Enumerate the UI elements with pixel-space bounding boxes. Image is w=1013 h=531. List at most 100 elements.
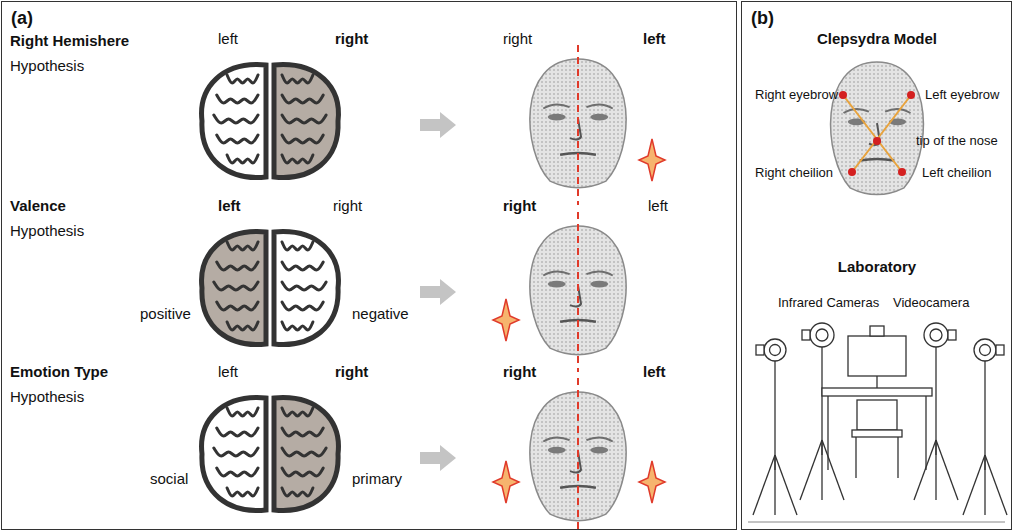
brain-fold xyxy=(282,488,313,496)
brain-fold xyxy=(282,282,326,290)
brain-fold xyxy=(227,242,258,250)
nose xyxy=(570,285,581,306)
eye xyxy=(590,281,608,288)
tripod-leg xyxy=(984,455,985,515)
nose xyxy=(570,118,581,139)
desk-leg xyxy=(925,396,926,470)
landmark-dot xyxy=(839,91,847,99)
laboratory-sketch xyxy=(753,323,1007,515)
model-label: Infrared Cameras xyxy=(778,296,879,311)
brow xyxy=(586,438,612,442)
camera-back xyxy=(756,345,764,355)
eye xyxy=(548,114,566,121)
desk-top xyxy=(822,388,932,396)
tripod-leg xyxy=(775,455,797,515)
figure-label: left xyxy=(218,363,238,380)
camera-back xyxy=(948,330,956,340)
camera-lens xyxy=(816,329,828,341)
brain-fold xyxy=(227,488,258,496)
brain-fold xyxy=(217,468,258,476)
brain-fold xyxy=(217,262,258,270)
block-arrow xyxy=(420,445,456,471)
monitor xyxy=(848,336,906,376)
figure-label: right xyxy=(503,363,536,380)
face-outline xyxy=(831,62,924,195)
figure-label: primary xyxy=(352,470,402,487)
hemisphere xyxy=(202,232,266,345)
block-arrow xyxy=(420,112,456,138)
figure-label: right xyxy=(503,197,536,214)
brain-fold xyxy=(282,262,323,270)
block-arrow xyxy=(420,279,456,305)
landmark-dot xyxy=(898,168,906,176)
midline xyxy=(577,378,579,531)
monitor-stand xyxy=(876,376,877,388)
tripod-leg xyxy=(800,440,822,500)
figure-label: left xyxy=(218,197,241,214)
tripod-leg xyxy=(753,455,775,515)
figure-label: left xyxy=(643,30,666,47)
camera-back xyxy=(996,345,1004,355)
figure-label: Emotion Type xyxy=(10,363,108,380)
brain-icon xyxy=(202,398,339,511)
clepsydra-line xyxy=(852,95,911,172)
eye xyxy=(590,447,608,454)
tripod-leg xyxy=(822,440,844,500)
tripod-leg xyxy=(985,455,1007,515)
model-label: Laboratory xyxy=(838,258,916,275)
nose xyxy=(869,123,880,145)
activation-star xyxy=(493,461,519,503)
brain-fold xyxy=(282,155,313,163)
figure-label: Hypothesis xyxy=(10,222,84,239)
camera-lens xyxy=(770,345,781,356)
landmark-dot xyxy=(873,137,881,145)
tripod-leg xyxy=(936,440,958,500)
brain-fold xyxy=(282,468,323,476)
model-label: tip of the nose xyxy=(916,134,998,149)
tripod-pole xyxy=(774,361,775,470)
panel-letter: (a) xyxy=(2,2,736,29)
landmark-dot xyxy=(848,168,856,176)
camera-lens xyxy=(980,345,991,356)
chair-back xyxy=(857,400,897,430)
camera-back xyxy=(802,330,810,340)
face-mesh xyxy=(831,62,924,195)
brow xyxy=(543,105,569,109)
tripod-pole xyxy=(984,361,985,470)
model-label: Left cheilion xyxy=(922,166,991,181)
brain-fold xyxy=(282,75,313,83)
hemisphere xyxy=(202,398,266,511)
brain-fold xyxy=(282,322,313,330)
model-label: Right eyebrow xyxy=(755,88,838,103)
figure-label: negative xyxy=(352,305,409,322)
figure-label: positive xyxy=(140,305,191,322)
floor-line xyxy=(748,522,1005,523)
brow xyxy=(586,105,612,109)
chair-seat xyxy=(852,430,902,437)
hemisphere xyxy=(274,232,338,345)
figure-label: Right Hemishere xyxy=(10,32,129,49)
figure-label: left xyxy=(643,363,666,380)
brow xyxy=(543,272,569,276)
midline xyxy=(577,212,579,372)
panel-frame: (a) xyxy=(1,1,737,530)
brain-fold xyxy=(282,242,313,250)
brain-fold xyxy=(282,95,323,103)
camera-body xyxy=(974,339,996,361)
figure-label: right xyxy=(503,30,532,47)
camera-body xyxy=(764,339,786,361)
brain-icon xyxy=(202,232,339,345)
brain-fold xyxy=(282,408,313,416)
desk-leg xyxy=(827,396,828,470)
brain-fold xyxy=(282,135,323,143)
activation-star xyxy=(639,139,665,181)
chair-leg xyxy=(897,437,898,478)
landmark-dot xyxy=(907,91,915,99)
activation-star xyxy=(639,461,665,503)
figure-label: right xyxy=(333,197,362,214)
tripod-leg xyxy=(821,440,822,500)
camera-lens xyxy=(930,329,942,341)
brain-fold xyxy=(227,155,258,163)
panel-letter: (b) xyxy=(742,2,1011,29)
brain-fold xyxy=(217,135,258,143)
